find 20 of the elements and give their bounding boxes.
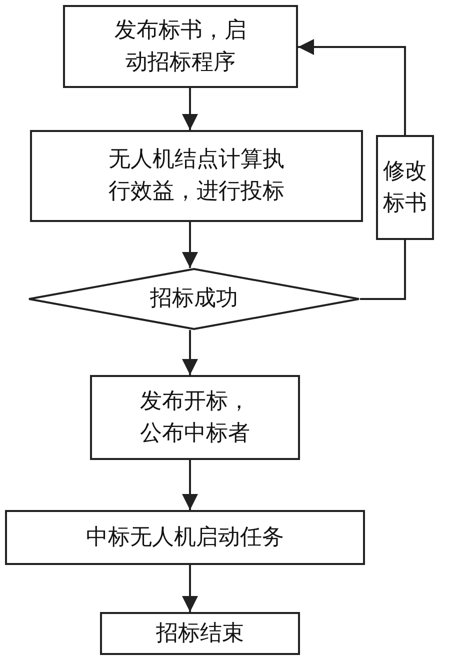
step-text: 招标成功 — [150, 285, 238, 314]
process-box — [30, 130, 363, 222]
arrow — [182, 565, 198, 612]
step-text: 中标无人机启动任务 — [86, 524, 284, 552]
step-text: 无人机结点计算执行效益，进行投标 — [108, 146, 286, 206]
step-text: 招标结束 — [156, 620, 244, 648]
step-text: 发布标书，启动招标程序 — [114, 16, 248, 76]
process-box — [100, 612, 300, 655]
process-box — [63, 5, 298, 88]
arrow — [298, 39, 406, 135]
process-box — [376, 135, 434, 240]
arrow — [182, 460, 198, 510]
process-box — [5, 510, 365, 565]
process-box — [90, 375, 300, 460]
arrow — [182, 222, 198, 268]
step-text: 修改标书 — [382, 158, 428, 218]
arrow — [182, 88, 198, 130]
arrow — [182, 330, 198, 375]
step-text: 发布开标，公布中标者 — [139, 388, 251, 448]
decision-diamond — [28, 268, 360, 330]
